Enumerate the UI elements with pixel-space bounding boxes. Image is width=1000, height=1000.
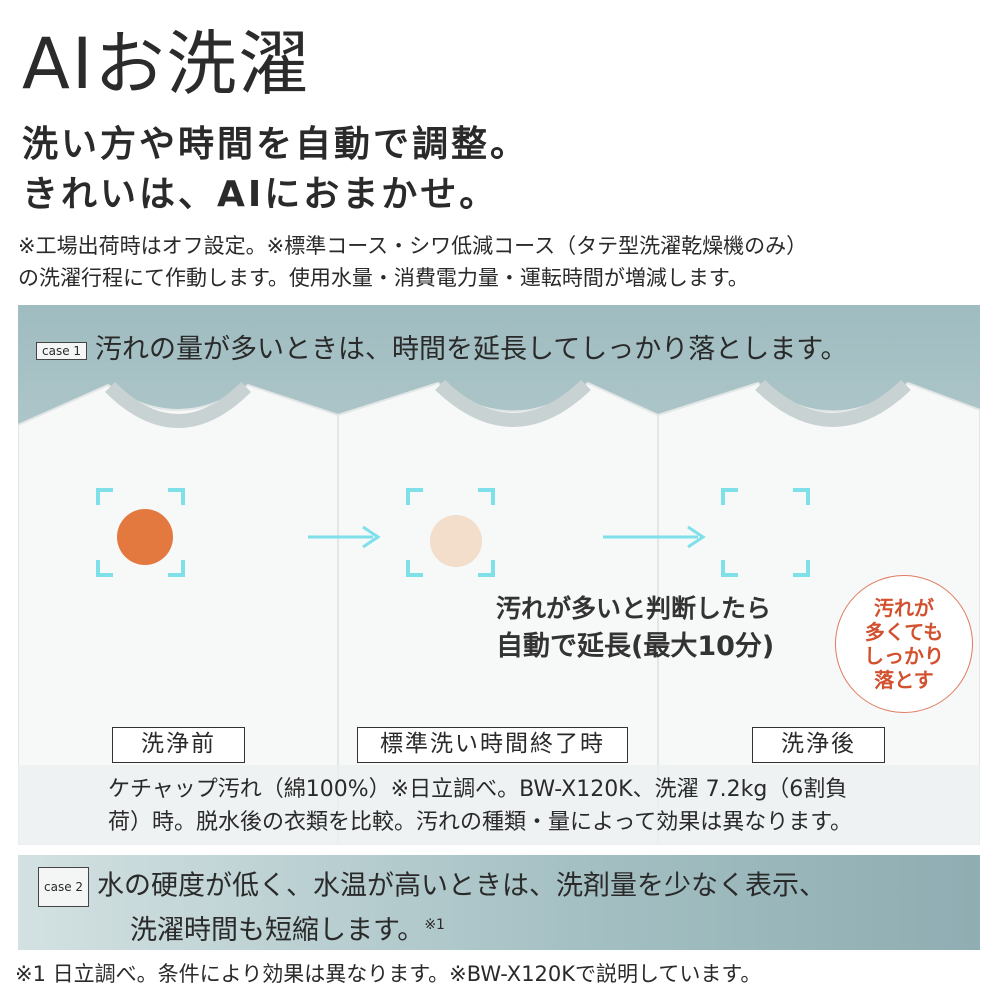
case1-text: 汚れの量が多いときは、時間を延長してしっかり落とします。 (95, 334, 848, 365)
footer-note: ※1 日立調べ。条件により効果は異なります。※BW-X120Kで説明しています。 (15, 962, 762, 986)
case1-caption: ケチャップ汚れ（綿100%）※日立調べ。BW-X120K、洗濯 7.2kg（6割… (18, 765, 980, 845)
caption-line-2: 荷）時。脱水後の衣類を比較。汚れの種類・量によって効果は異なります。 (108, 810, 853, 835)
ai-focus-brackets (96, 488, 810, 577)
callout-line-2: 自動で延長(最大10分) (496, 631, 775, 662)
case2-tag: case 2 (38, 867, 90, 907)
badge-line: 汚れが (874, 596, 934, 620)
case2-line-1: 水の硬度が低く、水温が高いときは、洗剤量を少なく表示、 (97, 870, 827, 902)
badge-line: しっかり (864, 644, 944, 668)
faded-stain (430, 515, 482, 567)
badge-line: 多くても (864, 620, 944, 644)
label-before: 洗浄前 (112, 727, 245, 763)
case1-tag: case 1 (36, 341, 88, 360)
badge-line: 落とす (874, 668, 934, 692)
subtitle-line-2: きれいは、AIにおまかせ。 (22, 174, 499, 215)
callout-line-1: 汚れが多いと判断したら (496, 594, 772, 623)
page-title: AIお洗濯 (22, 23, 311, 105)
subtitle-line-1: 洗い方や時間を自動で調整。 (22, 124, 530, 165)
case2-line-2: 洗濯時間も短縮します。 (130, 915, 425, 946)
caption-line-1: ケチャップ汚れ（綿100%）※日立調べ。BW-X120K、洗濯 7.2kg（6割… (108, 777, 848, 802)
label-after: 洗浄後 (752, 727, 885, 763)
footnote-ref: ※1 (424, 917, 445, 933)
callout: 汚れが多いと判断したら 自動で延長(最大10分) (496, 590, 774, 666)
comparison-photo: case 1 汚れの量が多いときは、時間を延長してしっかり落とします。 汚れが多い… (18, 305, 980, 845)
label-standard-end: 標準洗い時間終了時 (357, 727, 628, 763)
ketchup-stain (117, 509, 173, 565)
arrow-icon (308, 525, 706, 549)
case1-heading: case 1 汚れの量が多いときは、時間を延長してしっかり落とします。 (36, 327, 848, 366)
result-badge: 汚れが 多くても しっかり 落とす (835, 575, 973, 713)
note-line-1: ※工場出荷時はオフ設定。※標準コース・シワ低減コース（タテ型洗濯乾燥機のみ） (18, 234, 808, 258)
shirts-illustration (18, 379, 980, 845)
note-line-2: の洗濯行程にて作動します。使用水量・消費電力量・運転時間が増減します。 (18, 266, 749, 290)
